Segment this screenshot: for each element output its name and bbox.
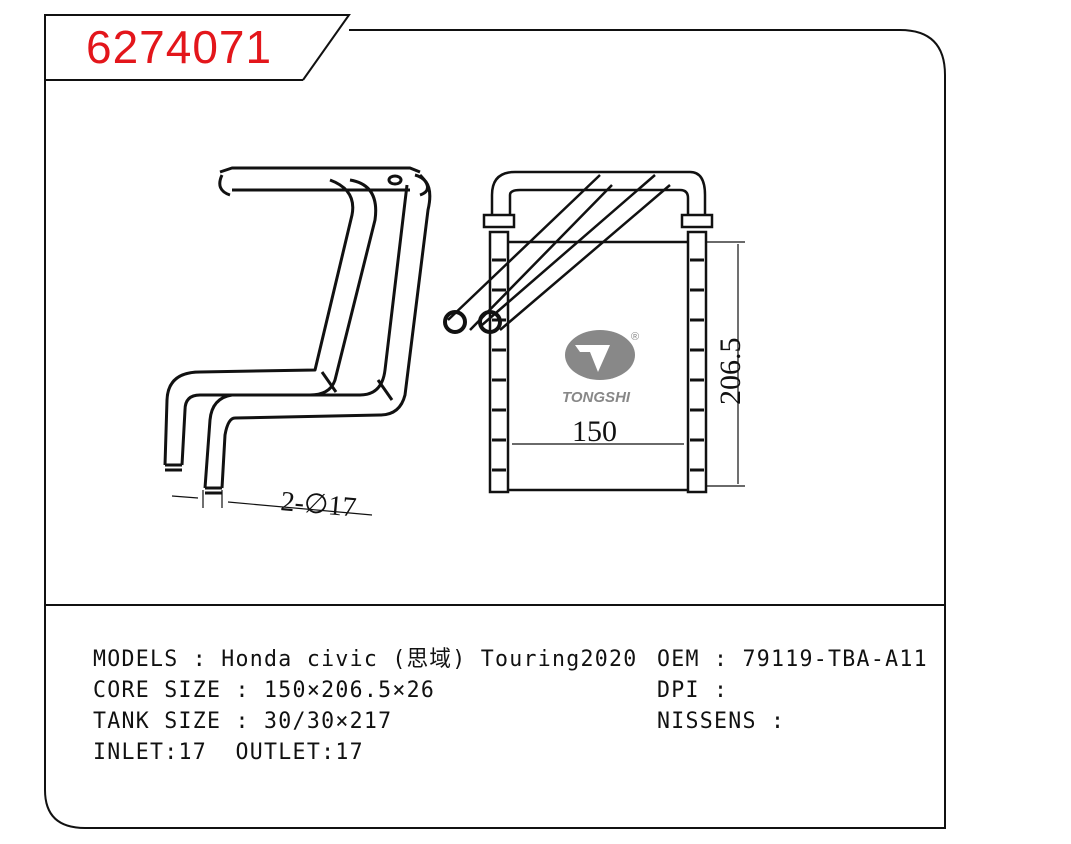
width-dimension: 150 [572, 415, 617, 448]
front-view [443, 170, 714, 494]
tank-size-spec: TANK SIZE : 30/30×217 [93, 709, 393, 734]
tongshi-logo: ® TONGSHI [562, 330, 639, 406]
part-number: 6274071 [86, 21, 273, 73]
side-view [163, 166, 432, 495]
core-size-spec: CORE SIZE : 150×206.5×26 [93, 678, 436, 703]
dpi-spec: DPI : [657, 678, 729, 703]
pipe-dimension [171, 490, 373, 516]
dimension-lines [512, 241, 745, 487]
nissens-spec: NISSENS : [657, 709, 786, 734]
outer-frame [44, 29, 946, 829]
height-dimension: 206.5 [714, 338, 747, 406]
inlet-outlet-spec: INLET:17 OUTLET:17 [93, 740, 364, 765]
svg-text:®: ® [631, 331, 639, 343]
oem-spec: OEM : 79119-TBA-A11 [657, 647, 928, 672]
pipe-diameter-label: 2-∅17 [279, 486, 357, 523]
models-spec: MODELS : Honda civic (思域) Touring2020 [93, 647, 638, 672]
title-tab [44, 14, 351, 81]
svg-text:TONGSHI: TONGSHI [562, 389, 631, 406]
core-fins [492, 258, 704, 472]
